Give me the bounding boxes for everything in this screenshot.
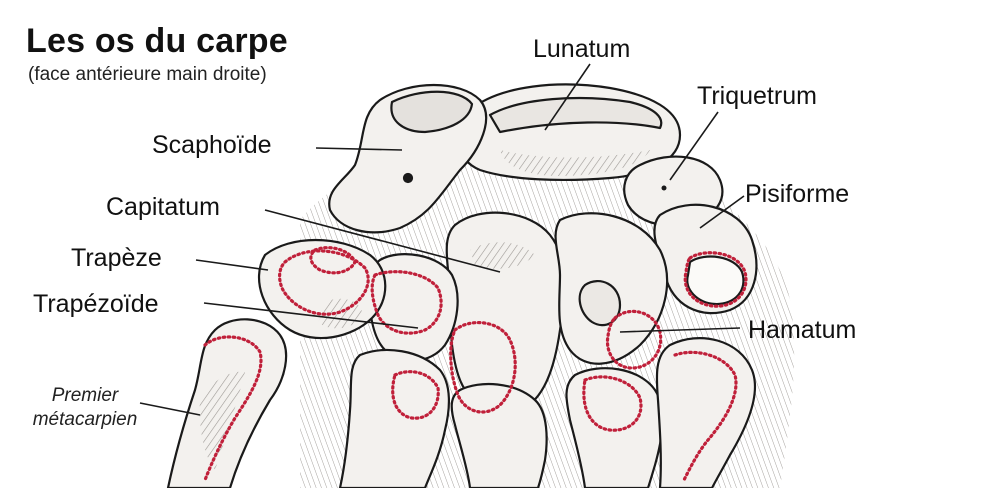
insertion-capitatum <box>449 321 517 414</box>
label-capitatum: Capitatum <box>106 193 220 221</box>
label-scaphoide: Scaphoïde <box>152 131 272 159</box>
insertion-fifth-metacarpal <box>673 350 738 482</box>
ligament-insertion-outlines <box>203 246 748 482</box>
leader-triquetrum <box>669 111 719 181</box>
page-subtitle: (face antérieure main droite) <box>28 64 267 85</box>
insertion-first-metacarpal <box>203 335 263 482</box>
leader-lunatum <box>544 63 591 131</box>
fourth-metacarpal-bone <box>565 367 664 488</box>
label-lunatum: Lunatum <box>533 35 631 63</box>
leader-lines <box>139 63 745 416</box>
insertion-fourth-metacarpal <box>582 375 643 432</box>
label-premier-metacarpien-line1: Premier <box>51 385 119 406</box>
leader-hamatum <box>619 327 741 333</box>
pisiforme-articular-face <box>686 255 745 306</box>
insertion-second-metacarpal <box>391 370 440 420</box>
lunatum-facet <box>488 96 663 134</box>
leader-pisiforme <box>699 195 745 229</box>
capitatum-shade <box>470 242 535 269</box>
label-pisiforme: Pisiforme <box>745 180 850 208</box>
insertion-pisiforme <box>683 251 748 308</box>
second-metacarpal-bone <box>338 348 451 488</box>
scaphoide-facet <box>390 90 474 134</box>
leader-scaphoide <box>315 147 403 151</box>
page-title: Les os du carpe <box>26 22 288 60</box>
label-premier-metacarpien-line2: métacarpien <box>32 409 138 430</box>
label-premier-metacarpien: Premier métacarpien <box>10 384 160 432</box>
label-triquetrum: Triquetrum <box>697 82 817 110</box>
lunatum-shadow <box>500 150 650 176</box>
leader-first-metacarpal <box>139 402 201 416</box>
first-metacarpal-shade <box>199 371 245 470</box>
leader-capitatum <box>264 209 501 273</box>
leader-trapeze <box>195 259 269 271</box>
insertion-hamatum <box>605 309 663 370</box>
insertion-trapeze-inner <box>309 246 357 275</box>
scaphoide-foramen <box>402 172 414 184</box>
label-hamatum: Hamatum <box>748 316 857 344</box>
fifth-metacarpal-bone <box>655 337 757 488</box>
insertion-trapeze <box>278 249 370 316</box>
insertion-trapezoide <box>370 270 443 335</box>
leader-trapezoide <box>203 302 419 329</box>
label-trapezoide: Trapézoïde <box>33 290 159 318</box>
label-trapeze: Trapèze <box>71 244 162 272</box>
